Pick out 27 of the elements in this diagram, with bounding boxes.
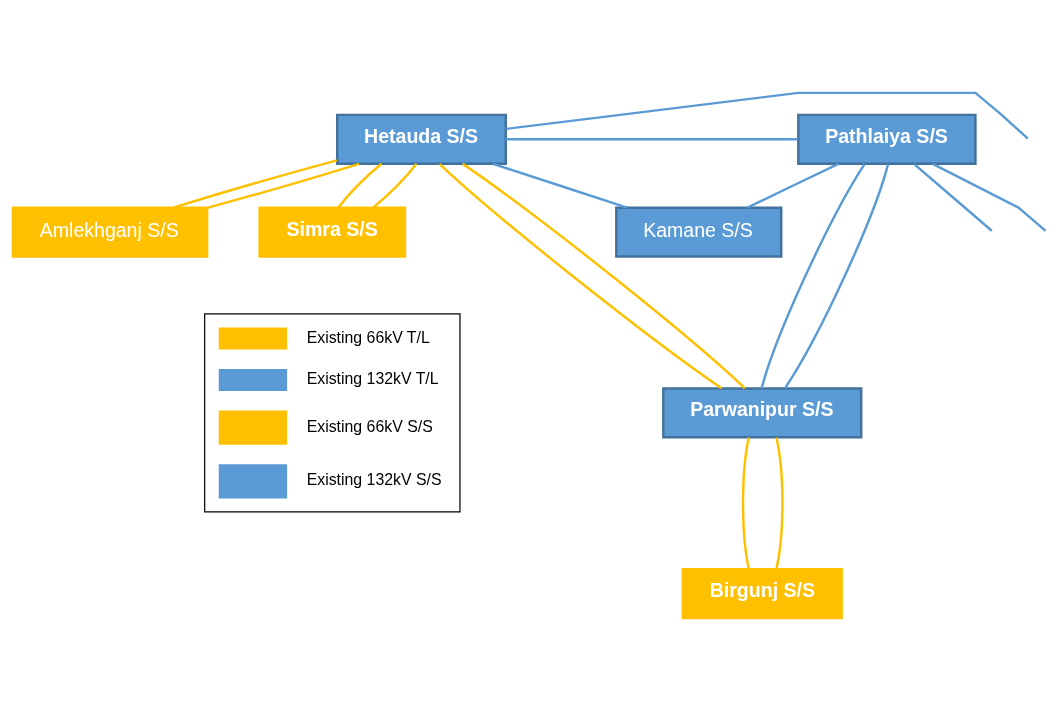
connector	[932, 162, 1047, 232]
connector	[775, 436, 784, 569]
connector	[172, 158, 338, 209]
connector	[505, 91, 1029, 140]
connector	[746, 162, 839, 209]
legend-label: Existing 132kV S/S	[306, 470, 442, 488]
connector	[438, 162, 723, 389]
node-box: Birgunj S/S	[681, 567, 843, 619]
connector	[337, 162, 383, 208]
legend-label: Existing 66kV S/S	[306, 417, 433, 435]
node-box: Pathlaiya S/S	[797, 113, 977, 165]
node-box: Simra S/S	[258, 206, 407, 258]
connector	[492, 162, 628, 209]
connector	[741, 436, 750, 569]
connector	[462, 162, 746, 389]
connector	[206, 162, 360, 209]
connector	[783, 163, 890, 389]
node-box: Amlekhganj S/S	[11, 206, 209, 258]
node-box: Parwanipur S/S	[662, 386, 863, 439]
legend-label: Existing 132kV T/L	[306, 369, 439, 387]
node-box: Kamane S/S	[615, 206, 783, 258]
connector	[760, 162, 866, 389]
connector	[913, 162, 993, 232]
node-box: Hetauda S/S	[336, 113, 507, 165]
connector	[505, 137, 798, 140]
legend-label: Existing 66kV T/L	[306, 328, 430, 346]
connector	[372, 162, 418, 208]
